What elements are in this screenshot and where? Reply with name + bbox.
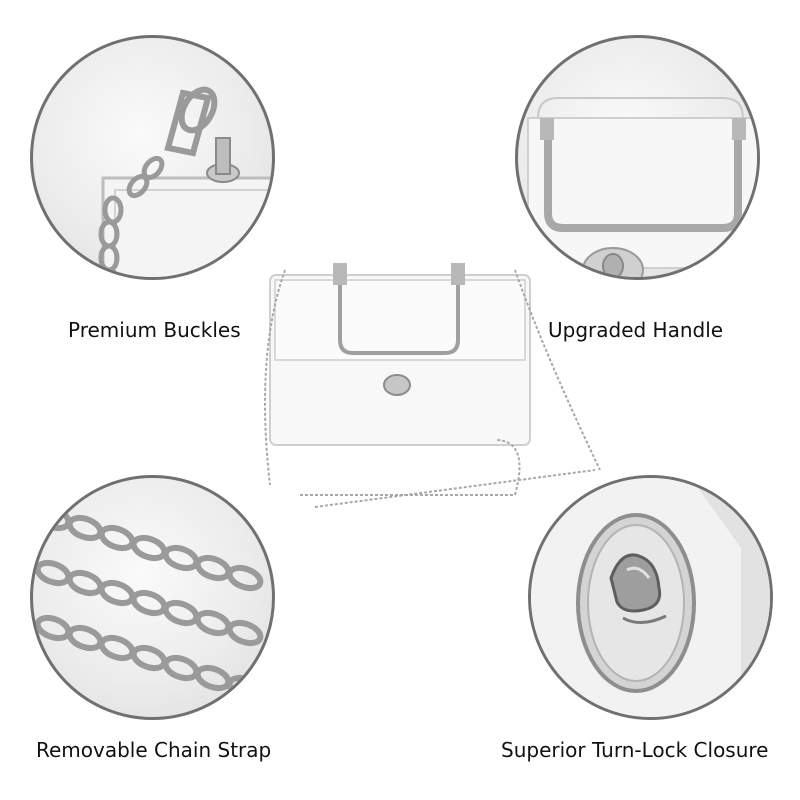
handle-detail-photo	[515, 35, 760, 280]
buckle-detail-photo	[30, 35, 275, 280]
turn-lock-closure-label: Superior Turn-Lock Closure	[501, 738, 769, 762]
removable-chain-strap-label: Removable Chain Strap	[36, 738, 272, 762]
clear-bag-product-image	[264, 263, 601, 508]
buckle-illustration	[98, 86, 272, 277]
turn-lock-illustration	[531, 478, 770, 717]
chain-strap-detail-photo	[30, 475, 275, 720]
premium-buckles-label: Premium Buckles	[68, 318, 241, 342]
handle-illustration	[527, 97, 757, 277]
turn-lock-detail-photo	[528, 475, 773, 720]
chain-illustration	[34, 504, 264, 702]
upgraded-handle-label: Upgraded Handle	[548, 318, 724, 342]
